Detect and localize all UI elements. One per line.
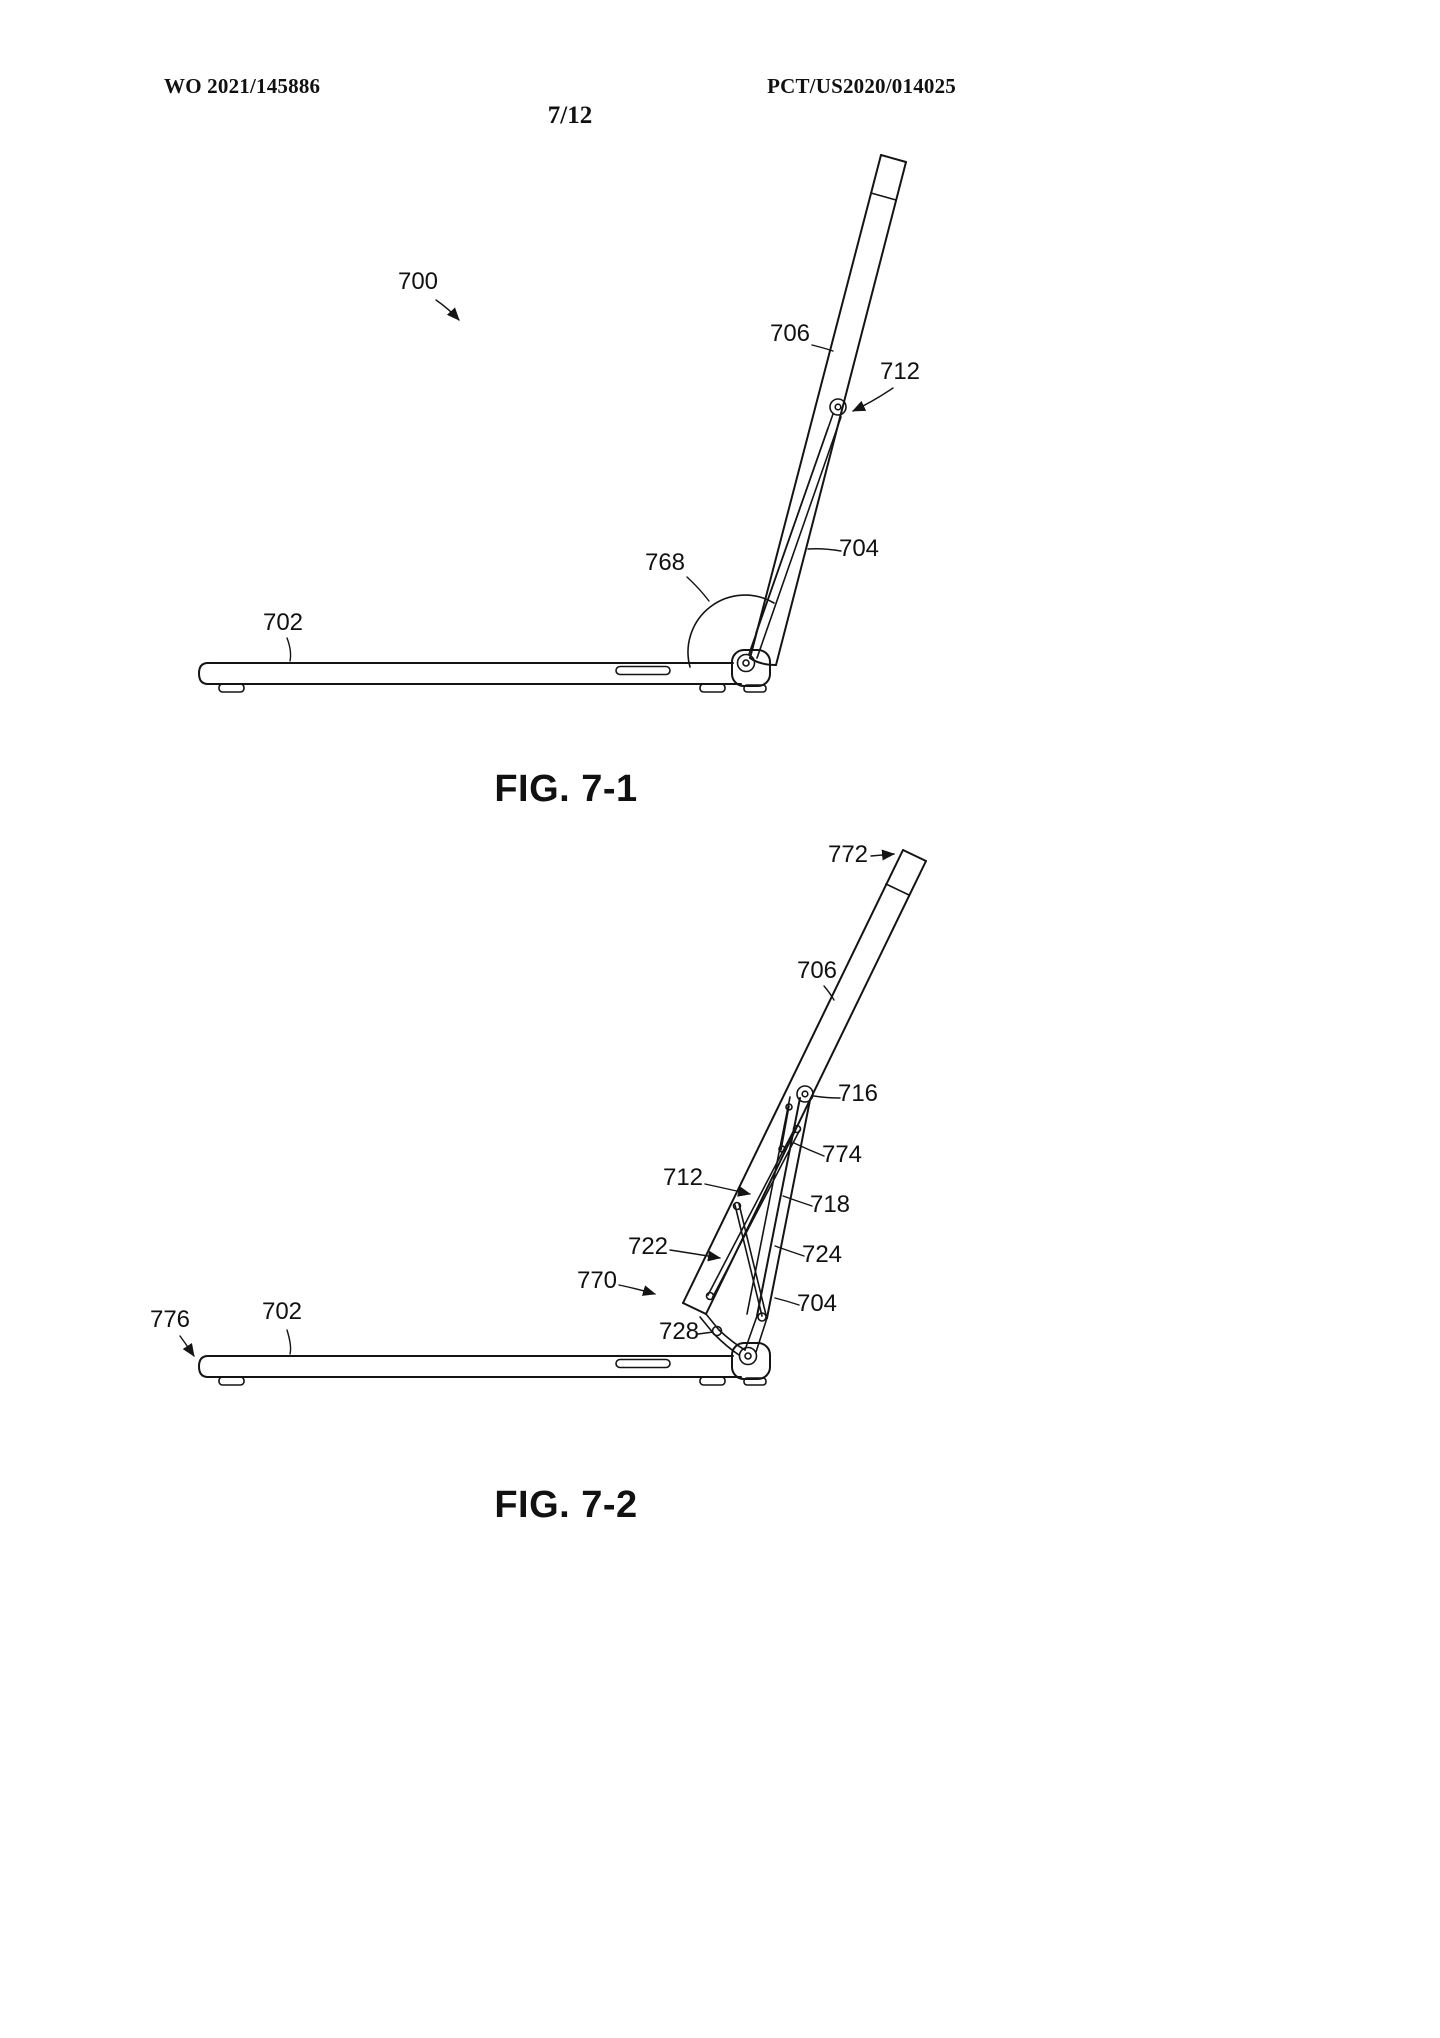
fig2-display-top-seam: [885, 883, 910, 896]
fig2-link-722-edge-a: [707, 1127, 796, 1296]
fig2-leader-702: [286, 1329, 292, 1355]
fig2-strut-back-edge: [766, 1099, 811, 1319]
fig1-kickstand-hinge-pin: [834, 403, 842, 411]
fig2-hinge-bracket: [731, 1342, 771, 1380]
fig2-ref-712: 712: [663, 1164, 703, 1191]
fig2-strut-lower-link-b: [755, 1317, 768, 1353]
fig2-strut-front-edge: [756, 1097, 801, 1317]
fig1-ref-712: 712: [880, 358, 920, 385]
fig1-base-slot: [615, 665, 671, 676]
fig2-foot-left: [218, 1376, 245, 1386]
fig2-link-774-pivot-top: [785, 1103, 793, 1111]
fig2-display-bottom-cap: [682, 1302, 707, 1315]
fig2-link-724-edge-a: [734, 1204, 763, 1317]
fig1-arrow-712: [852, 387, 894, 412]
fig2-foot-link-to-hinge-a: [718, 1329, 746, 1351]
fig2-strut-lower-link-a: [744, 1315, 758, 1351]
fig1-leader-704: [807, 548, 842, 552]
fig2-foot-link-edge-b: [699, 1316, 715, 1335]
fig2-arrow-772: [870, 849, 895, 861]
fig1-kickstand-hinge-712: [829, 398, 847, 416]
fig2-link-722-pivot-top: [792, 1124, 802, 1134]
fig2-ref-706: 706: [797, 957, 837, 984]
fig1-kickstand-back-edge: [756, 416, 842, 659]
fig2-foot-link-edge-a: [705, 1313, 720, 1331]
fig2-leader-706: [823, 985, 835, 1001]
fig2-link-724-edge-b: [738, 1203, 767, 1316]
fig2-arrow-712: [704, 1183, 751, 1197]
fig1-display-front-edge: [749, 154, 882, 659]
fig2-ref-718: 718: [810, 1191, 850, 1218]
fig2-link-722-pivot-bottom: [705, 1291, 715, 1301]
application-number: PCT/US2020/014025: [767, 74, 956, 98]
figure-7-2-drawing: 772 706 716 774 712 718 722 724 770 704 …: [150, 841, 927, 1386]
fig1-ref-702: 702: [263, 609, 303, 636]
fig1-ref-700: 700: [398, 268, 438, 295]
fig1-arrow-700: [435, 299, 460, 321]
fig2-link-774: [780, 1105, 790, 1151]
fig1-angle-arc-768: [687, 594, 775, 668]
fig2-ref-774: 774: [822, 1141, 862, 1168]
fig1-hinge-axle-pin: [742, 659, 750, 667]
fig2-leader-716: [813, 1095, 841, 1099]
fig2-leader-704: [774, 1297, 800, 1306]
fig1-foot-left: [218, 683, 245, 693]
fig2-ref-702: 702: [262, 1298, 302, 1325]
fig2-leader-774: [793, 1142, 825, 1157]
publication-number: WO 2021/145886: [164, 74, 321, 98]
fig1-display-bottom-cap: [749, 657, 777, 666]
figure-7-1-caption: FIG. 7-1: [494, 768, 638, 810]
figure-7-2-caption: FIG. 7-2: [494, 1484, 638, 1526]
fig2-arrow-770: [618, 1284, 656, 1296]
fig2-link-722-edge-b: [711, 1129, 801, 1299]
fig2-display-front-edge: [682, 849, 904, 1304]
fig2-ref-722: 722: [628, 1233, 668, 1260]
fig1-base-left-cap: [198, 662, 209, 685]
fig2-foot-pivot-728: [711, 1325, 723, 1337]
figure-7-1-drawing: 700 706 712 704 768 702: [198, 154, 920, 693]
fig2-strut-hinge-pin: [801, 1090, 809, 1098]
fig2-link-724-pivot-top: [732, 1201, 742, 1211]
fig2-leader-728: [697, 1331, 714, 1335]
fig2-ref-704: 704: [797, 1290, 837, 1317]
fig1-leader-702: [286, 637, 292, 662]
fig1-ref-706: 706: [770, 320, 810, 347]
fig2-ref-772: 772: [828, 841, 868, 868]
fig2-link-718: [746, 1096, 791, 1315]
fig1-foot-right: [699, 683, 726, 693]
fig2-base-left-cap: [198, 1355, 209, 1378]
fig1-display-back-edge: [775, 161, 907, 666]
fig2-arrow-776: [179, 1335, 195, 1357]
fig2-leader-718: [782, 1195, 813, 1207]
fig2-hinge-axle-pin: [744, 1352, 752, 1360]
fig2-ref-728: 728: [659, 1318, 699, 1345]
fig1-leader-768: [686, 576, 710, 602]
fig2-ref-716: 716: [838, 1080, 878, 1107]
fig1-ref-768: 768: [645, 549, 685, 576]
fig1-hinge-axle: [736, 653, 756, 673]
fig2-strut-hinge-716: [796, 1085, 814, 1103]
fig2-ref-770: 770: [577, 1267, 617, 1294]
fig1-leader-706: [811, 344, 834, 352]
fig2-base-slot: [615, 1358, 671, 1369]
fig2-foot-right: [699, 1376, 726, 1386]
fig1-display-top-seam: [870, 192, 897, 201]
fig2-ref-776: 776: [150, 1306, 190, 1333]
fig1-kickstand-inner-line: [755, 427, 829, 634]
fig2-leader-724: [774, 1245, 805, 1257]
sheet-number: 7/12: [547, 102, 593, 129]
fig1-ref-704: 704: [839, 535, 879, 562]
fig2-hinge-axle: [738, 1346, 758, 1366]
fig2-ref-724: 724: [802, 1241, 842, 1268]
fig2-display-top-cap: [902, 849, 927, 862]
fig1-display-top-cap: [880, 154, 907, 163]
fig2-arrow-722: [669, 1249, 721, 1262]
